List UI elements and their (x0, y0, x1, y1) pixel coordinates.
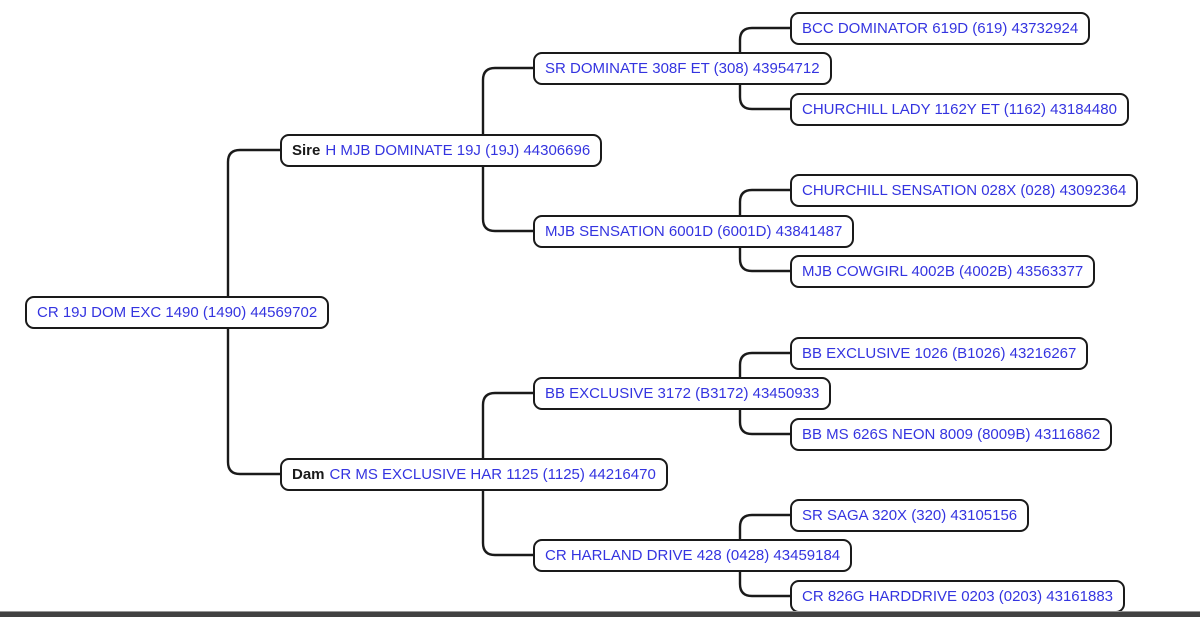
pedigree-node-sire-sire-dam[interactable]: CHURCHILL LADY 1162Y ET (1162) 43184480 (790, 93, 1129, 126)
animal-link[interactable]: SR DOMINATE 308F ET (308) 43954712 (545, 60, 820, 77)
pedigree-node-sire-dam-sire[interactable]: CHURCHILL SENSATION 028X (028) 43092364 (790, 174, 1139, 207)
animal-link[interactable]: CR 19J DOM EXC 1490 (1490) 44569702 (37, 304, 318, 321)
pedigree-node-dam-sire[interactable]: BB EXCLUSIVE 3172 (B3172) 43450933 (533, 377, 832, 410)
pedigree-node-dam-dam-sire[interactable]: SR SAGA 320X (320) 43105156 (790, 499, 1030, 532)
connector-dam-dam-to-ddd (738, 571, 790, 598)
animal-link[interactable]: CHURCHILL LADY 1162Y ET (1162) 43184480 (802, 101, 1117, 118)
pedigree-node-sire-dam[interactable]: MJB SENSATION 6001D (6001D) 43841487 (533, 215, 855, 248)
pedigree-node-sire-sire[interactable]: SR DOMINATE 308F ET (308) 43954712 (533, 52, 832, 85)
connector-sire-sire-to-ssd (738, 84, 790, 111)
animal-link[interactable]: BB MS 626S NEON 8009 (8009B) 43116862 (802, 426, 1101, 443)
pedigree-node-dam-sire-dam[interactable]: BB MS 626S NEON 8009 (8009B) 43116862 (790, 418, 1113, 451)
connector-sire-sire-to-sss (738, 26, 790, 52)
relation-label-sire: Sire (292, 142, 321, 159)
connector-dam-to-dam-dam (481, 490, 533, 557)
pedigree-node-root[interactable]: CR 19J DOM EXC 1490 (1490) 44569702 (25, 296, 330, 329)
pedigree-node-dam[interactable]: Dam CR MS EXCLUSIVE HAR 1125 (1125) 4421… (280, 458, 668, 491)
animal-link[interactable]: H MJB DOMINATE 19J (19J) 44306696 (325, 142, 591, 159)
connector-sire-to-sire-dam (481, 166, 533, 233)
connector-dam-dam-to-dds (738, 513, 790, 539)
animal-link[interactable]: CR HARLAND DRIVE 428 (0428) 43459184 (545, 547, 841, 564)
connector-sire-dam-to-sdd (738, 247, 790, 273)
animal-link[interactable]: BCC DOMINATOR 619D (619) 43732924 (802, 20, 1079, 37)
connector-sire-dam-to-sds (738, 188, 790, 215)
pedigree-node-sire-sire-sire[interactable]: BCC DOMINATOR 619D (619) 43732924 (790, 12, 1091, 45)
pedigree-node-sire[interactable]: Sire H MJB DOMINATE 19J (19J) 44306696 (280, 134, 603, 167)
animal-link[interactable]: CHURCHILL SENSATION 028X (028) 43092364 (802, 182, 1127, 199)
connector-dam-sire-to-dsd (738, 409, 790, 436)
relation-label-dam: Dam (292, 466, 325, 483)
connector-root-to-dam (226, 328, 280, 476)
connector-sire-to-sire-sire (481, 66, 533, 134)
animal-link[interactable]: CR MS EXCLUSIVE HAR 1125 (1125) 44216470 (329, 466, 656, 483)
animal-link[interactable]: BB EXCLUSIVE 3172 (B3172) 43450933 (545, 385, 820, 402)
animal-link[interactable]: MJB SENSATION 6001D (6001D) 43841487 (545, 223, 843, 240)
animal-link[interactable]: BB EXCLUSIVE 1026 (B1026) 43216267 (802, 345, 1077, 362)
pedigree-node-dam-dam-dam[interactable]: CR 826G HARDDRIVE 0203 (0203) 43161883 (790, 580, 1126, 613)
pedigree-node-dam-sire-sire[interactable]: BB EXCLUSIVE 1026 (B1026) 43216267 (790, 337, 1089, 370)
animal-link[interactable]: SR SAGA 320X (320) 43105156 (802, 507, 1018, 524)
animal-link[interactable]: MJB COWGIRL 4002B (4002B) 43563377 (802, 263, 1084, 280)
connector-dam-sire-to-dss (738, 351, 790, 377)
animal-link[interactable]: CR 826G HARDDRIVE 0203 (0203) 43161883 (802, 588, 1114, 605)
pedigree-node-sire-dam-dam[interactable]: MJB COWGIRL 4002B (4002B) 43563377 (790, 255, 1096, 288)
connector-dam-to-dam-sire (481, 391, 533, 458)
horizontal-scrollbar[interactable] (0, 611, 1200, 617)
connector-root-to-sire (226, 148, 280, 296)
pedigree-node-dam-dam[interactable]: CR HARLAND DRIVE 428 (0428) 43459184 (533, 539, 853, 572)
